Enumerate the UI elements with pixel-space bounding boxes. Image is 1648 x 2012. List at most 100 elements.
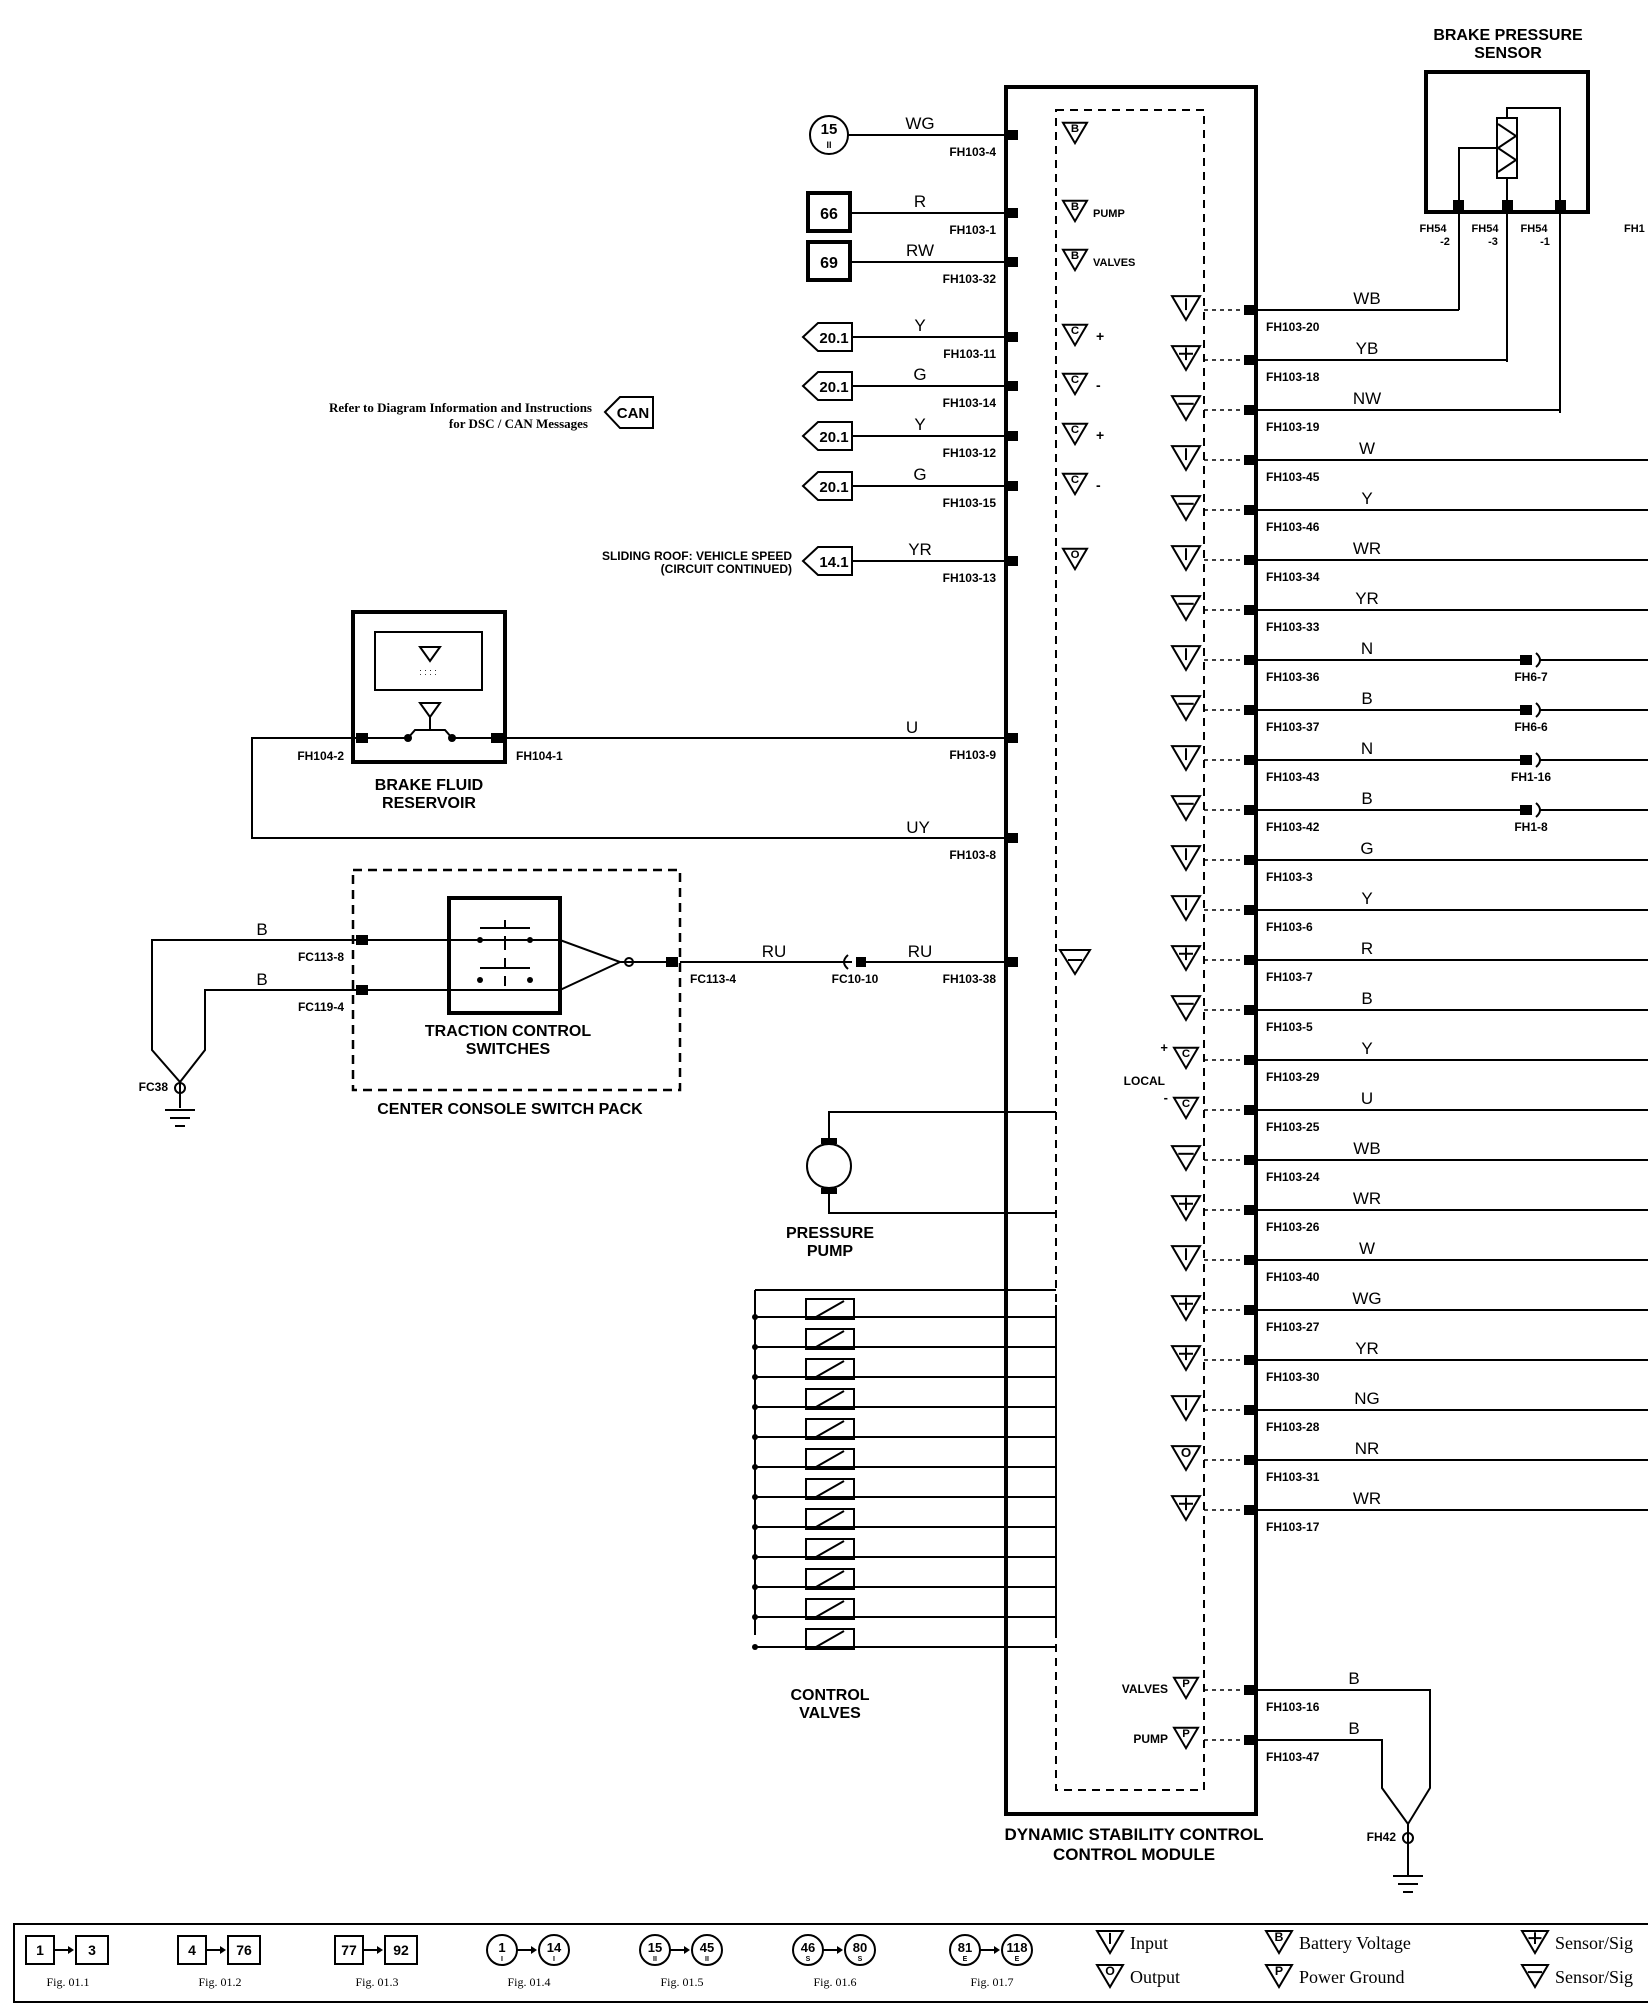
fig-to-sub: E: [1015, 1956, 1020, 1963]
svg-text:O: O: [1181, 1445, 1191, 1460]
valve-solenoid: [752, 1298, 1056, 1320]
module-title-1: DYNAMIC STABILITY CONTROL: [1004, 1825, 1263, 1844]
center-console-switch-pack: [351, 868, 682, 1092]
wire-ru-1: RU: [762, 942, 787, 961]
ref-sub: II: [826, 140, 831, 150]
wire-label: Y: [1361, 489, 1372, 508]
ground-output-symbol: [1058, 949, 1092, 976]
symbol-p: P: [1172, 1726, 1200, 1751]
inline-connector: FH1-8: [1514, 820, 1548, 834]
fig-from-sub: E: [963, 1956, 968, 1963]
connector-label: FH103-3: [1266, 870, 1313, 884]
fig-from: 46: [801, 1940, 815, 1955]
fig-from-sub: I: [501, 1956, 503, 1963]
legend-label: Output: [1130, 1967, 1180, 1987]
connector-label: FH103-24: [1266, 1170, 1320, 1184]
svg-text:B: B: [1071, 250, 1079, 262]
tc-switches-label-2: SWITCHES: [466, 1041, 551, 1058]
svg-text:B: B: [1071, 123, 1079, 135]
wire-label: B: [1348, 1669, 1359, 1688]
wire-label: RW: [906, 241, 934, 260]
symbol-c: C: [1061, 422, 1089, 447]
symbol-i: [1170, 295, 1202, 322]
fig-from: 15: [648, 1940, 662, 1955]
connector-label: FH103-33: [1266, 620, 1320, 634]
can-note-line1: Refer to Diagram Information and Instruc…: [329, 400, 592, 415]
connector-label: FH103-1: [949, 223, 996, 237]
fig-to-sub: II: [705, 1956, 709, 1963]
fig-to: 3: [88, 1942, 96, 1958]
legend-triangle: [1520, 1963, 1550, 1990]
sensor-pin-label-2: FH54: [1472, 223, 1500, 235]
svg-text:P: P: [1275, 1964, 1283, 1978]
connector-label: FH103-26: [1266, 1220, 1320, 1234]
symbol-minus: [1170, 795, 1202, 822]
symbol-i: [1170, 545, 1202, 572]
conn-fh103-9: FH103-9: [949, 748, 996, 762]
connector-label: FH103-25: [1266, 1120, 1320, 1134]
pump-label-1: PRESSURE: [786, 1225, 874, 1242]
pump-label-2: PUMP: [807, 1243, 854, 1260]
sensor-title-1: BRAKE PRESSURE: [1433, 27, 1583, 44]
valves-label-2: VALVES: [799, 1705, 861, 1722]
svg-text:C: C: [1071, 424, 1079, 436]
connector-label: FH103-17: [1266, 1520, 1320, 1534]
connector-label: FH103-40: [1266, 1270, 1320, 1284]
fig-to-sub: S: [858, 1956, 863, 1963]
conn-fc10-10: FC10-10: [832, 972, 879, 986]
fig-from-sub: S: [806, 1956, 811, 1963]
wire-label: WB: [1353, 1139, 1380, 1158]
symbol-c: C: [1061, 472, 1089, 497]
legend-triangle: B: [1264, 1929, 1294, 1956]
control-module-box: [1004, 85, 1258, 1816]
conn-fc119-4: FC119-4: [298, 1000, 344, 1014]
wire-uy: UY: [906, 818, 930, 837]
symbol-p: P: [1172, 1676, 1200, 1701]
fig-to: 14: [547, 1940, 562, 1955]
symbol-note: +: [1096, 427, 1104, 443]
connector-label: FH103-36: [1266, 670, 1320, 684]
symbol-note: +: [1096, 328, 1104, 344]
wire-label: WG: [1352, 1289, 1381, 1308]
symbol-note: PUMP: [1093, 208, 1125, 220]
legend-symbol-6: Sensor/Sig: [1520, 1963, 1633, 1990]
wire-label: B: [1361, 789, 1372, 808]
fig-from: 77: [341, 1942, 357, 1958]
symbol-i: [1170, 1395, 1202, 1422]
can-tag: CAN: [603, 396, 654, 429]
wire-b-top: B: [256, 920, 267, 939]
svg-text:P: P: [1182, 1678, 1190, 1690]
ref-number: 69: [820, 255, 838, 272]
wire-label: WB: [1353, 289, 1380, 308]
fig-caption: Fig. 01.6: [813, 1975, 856, 1989]
wire-label: G: [913, 465, 926, 484]
control-module-inner: [1055, 109, 1205, 1791]
svg-text:C: C: [1182, 1098, 1190, 1110]
brake-pressure-sensor: [1424, 70, 1590, 214]
legend-symbol-5: Sensor/Sig: [1520, 1929, 1633, 1956]
connector-label: FH103-20: [1266, 320, 1320, 334]
legend-label: Sensor/Sig: [1555, 1933, 1633, 1953]
svg-text:C: C: [1071, 474, 1079, 486]
connector-label: FH103-46: [1266, 520, 1320, 534]
sliding-roof-label-1: SLIDING ROOF: VEHICLE SPEED: [602, 549, 792, 563]
symbol-c: C: [1061, 372, 1089, 397]
conn-fc113-8: FC113-8: [298, 950, 344, 964]
valve-solenoid: [752, 1598, 1056, 1620]
fig-from: 4: [188, 1942, 196, 1958]
valve-solenoid: [752, 1448, 1056, 1470]
valve-solenoid: [752, 1568, 1056, 1590]
valve-solenoid: [752, 1628, 1056, 1650]
